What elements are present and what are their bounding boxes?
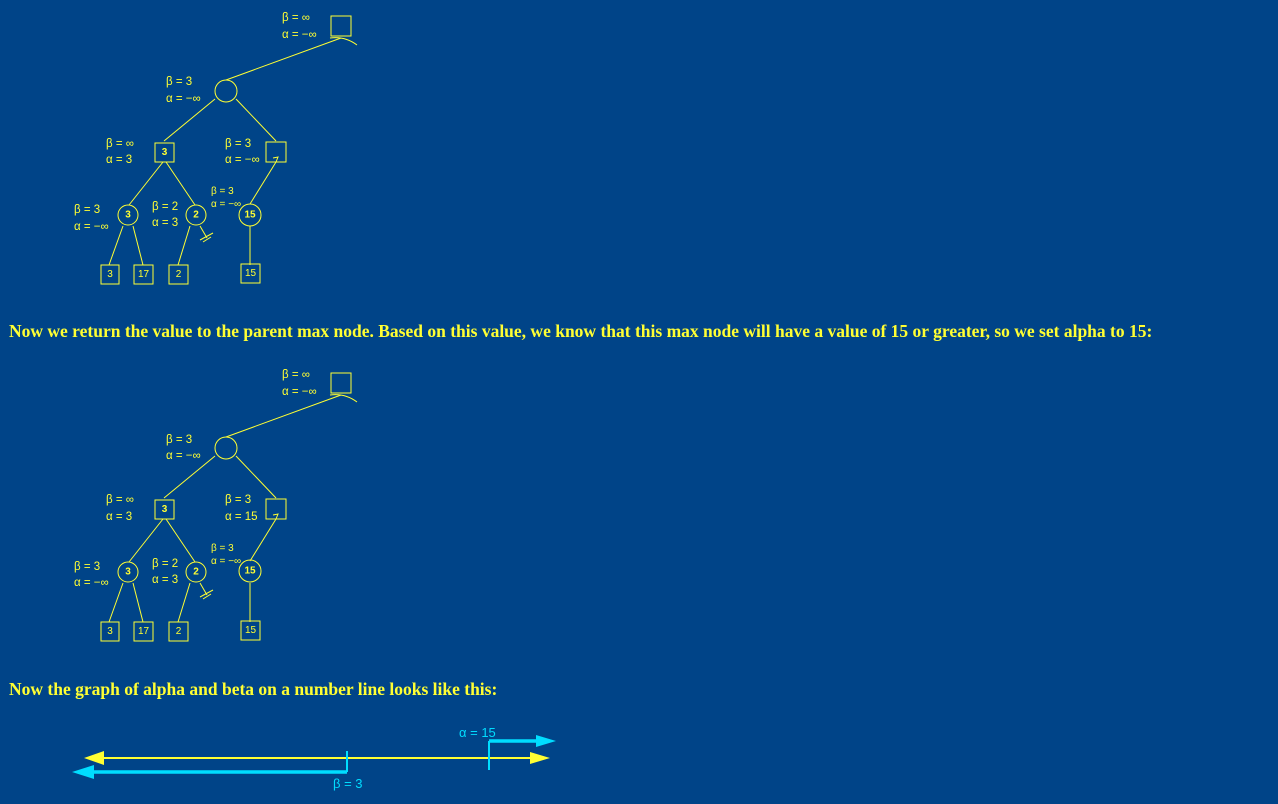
min-node <box>214 79 238 103</box>
root-max-node <box>330 372 352 394</box>
svg-text:β = 3: β = 3 <box>166 76 192 88</box>
tree-edges <box>108 37 358 266</box>
svg-text:β = 3: β = 3 <box>74 561 100 573</box>
svg-text:β = 3: β = 3 <box>166 434 192 446</box>
svg-text:15: 15 <box>244 210 256 221</box>
leaf-node <box>133 264 154 285</box>
leaf-node <box>240 620 261 641</box>
svg-text:3: 3 <box>162 504 168 515</box>
beta-arrow-head <box>72 765 94 779</box>
svg-text:β = 3: β = 3 <box>74 204 100 216</box>
alpha-beta-number-line: β = 3 α = 15 <box>72 725 556 791</box>
min-node-b <box>185 561 207 583</box>
min-node-a <box>117 204 139 226</box>
svg-text:β = 3: β = 3 <box>225 494 251 506</box>
leaf-node <box>240 263 261 284</box>
svg-text:β = 2: β = 2 <box>152 201 178 213</box>
svg-text:β = ∞: β = ∞ <box>106 138 134 150</box>
alpha-label: α = 15 <box>459 725 496 740</box>
svg-text:17: 17 <box>138 626 150 637</box>
tree-diagram-1: β = ∞ α = −∞ β = 3 α = −∞ β = ∞ α = 3 3 … <box>74 12 358 285</box>
svg-text:α = −∞: α = −∞ <box>282 29 317 41</box>
svg-text:α = −∞: α = −∞ <box>166 450 201 462</box>
leaf-node <box>100 621 120 642</box>
min-node-b <box>185 204 207 226</box>
min-node-c <box>238 559 262 583</box>
caption-alpha-update: Now we return the value to the parent ma… <box>9 321 1153 341</box>
max-node-left-value: 3 <box>162 147 168 158</box>
min-node-a <box>117 561 139 583</box>
number-line-right-arrow <box>530 752 550 764</box>
number-line-left-arrow <box>84 751 104 765</box>
svg-text:α = 3: α = 3 <box>106 154 132 166</box>
caption-number-line: Now the graph of alpha and beta on a num… <box>9 679 498 699</box>
svg-text:15: 15 <box>245 268 257 279</box>
svg-text:2: 2 <box>176 269 182 280</box>
min-node <box>214 436 238 460</box>
svg-text:β = 2: β = 2 <box>152 558 178 570</box>
svg-text:α = 3: α = 3 <box>106 511 132 523</box>
max-node-left <box>154 142 175 163</box>
max-node-left <box>154 499 175 520</box>
svg-text:α = −∞: α = −∞ <box>282 386 317 398</box>
svg-text:3: 3 <box>125 210 131 221</box>
svg-text:2: 2 <box>193 210 199 221</box>
svg-text:α = −∞: α = −∞ <box>166 93 201 105</box>
svg-text:3: 3 <box>107 269 113 280</box>
leaf-node <box>168 264 189 285</box>
svg-text:α = −∞: α = −∞ <box>74 221 109 233</box>
svg-text:α = −∞: α = −∞ <box>211 556 241 567</box>
alpha-arrow-head <box>536 735 556 747</box>
tree-diagram-2: β = ∞ α = −∞ β = 3 α = −∞ β = ∞ α = 3 3 … <box>74 369 358 642</box>
leaf-node <box>133 621 154 642</box>
svg-text:β = ∞: β = ∞ <box>282 12 310 24</box>
svg-text:α = −∞: α = −∞ <box>211 199 241 210</box>
svg-text:2: 2 <box>193 567 199 578</box>
tree-edges <box>108 394 358 623</box>
leaf-node <box>168 621 189 642</box>
max-node-right <box>265 498 287 520</box>
root-max-node <box>330 15 352 37</box>
svg-text:3: 3 <box>125 567 131 578</box>
svg-text:β = ∞: β = ∞ <box>106 494 134 506</box>
svg-text:β = 3: β = 3 <box>211 186 234 197</box>
min-node-c <box>238 203 262 227</box>
svg-text:β = 3: β = 3 <box>225 138 251 150</box>
svg-text:3: 3 <box>107 626 113 637</box>
svg-text:17: 17 <box>138 269 150 280</box>
svg-text:2: 2 <box>176 626 182 637</box>
svg-text:α = 3: α = 3 <box>152 574 178 586</box>
svg-text:15: 15 <box>245 625 257 636</box>
svg-text:α = 3: α = 3 <box>152 217 178 229</box>
svg-text:β = 3: β = 3 <box>211 543 234 554</box>
svg-text:15: 15 <box>244 566 256 577</box>
svg-text:α = −∞: α = −∞ <box>225 154 260 166</box>
leaf-node <box>100 264 120 285</box>
svg-text:α = 15: α = 15 <box>225 511 258 523</box>
svg-text:α = −∞: α = −∞ <box>74 577 109 589</box>
max-node-right <box>265 141 287 163</box>
svg-text:β = ∞: β = ∞ <box>282 369 310 381</box>
beta-label: β = 3 <box>333 776 363 791</box>
